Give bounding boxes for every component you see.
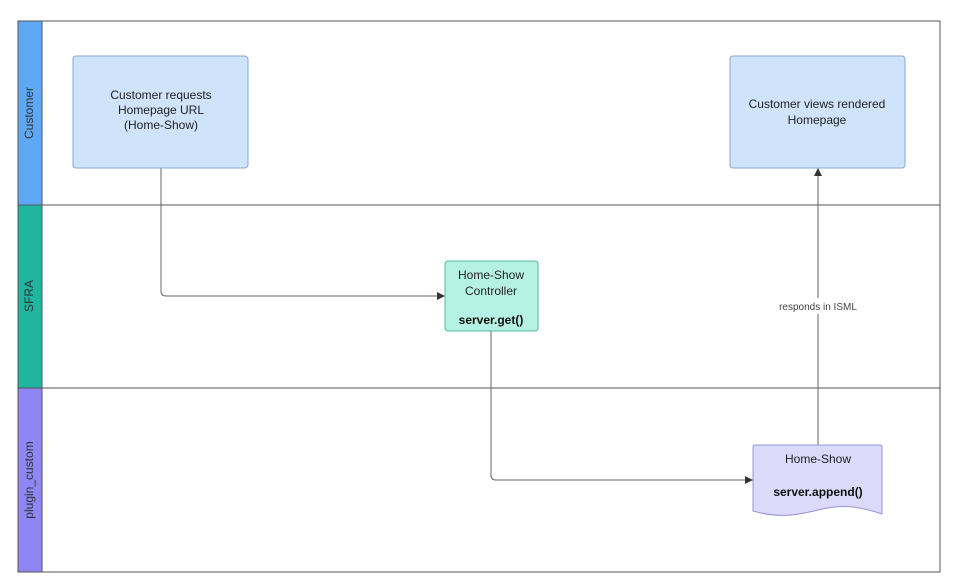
node-customer-request-line-3: (Home-Show): [124, 118, 198, 132]
node-customer-request-shape: [72, 55, 249, 169]
node-customer-view-shape: [729, 55, 906, 169]
node-plugin-home-show-method: server.append(): [773, 485, 862, 499]
node-customer-view[interactable]: Customer views rendered Homepage: [729, 55, 906, 169]
node-customer-request-line-1: Customer requests: [110, 88, 211, 102]
node-plugin-home-show[interactable]: Home-Show server.append(): [752, 444, 883, 516]
edge-request-to-controller: [160, 168, 445, 300]
node-controller-line-2: Controller: [465, 284, 517, 298]
node-customer-view-line-2: Homepage: [788, 113, 847, 127]
node-controller-line-1: Home-Show: [458, 268, 524, 282]
lane-header-customer: [17, 20, 43, 206]
lane-label-plugin-custom: plugin_custom: [22, 441, 36, 518]
node-customer-request-line-2: Homepage URL: [118, 103, 204, 117]
node-plugin-home-show-line-1: Home-Show: [785, 452, 851, 466]
node-customer-view-line-1: Customer views rendered: [749, 97, 886, 111]
edge-controller-to-plugin: [490, 331, 753, 484]
edge-label-background: [774, 298, 862, 314]
node-controller-shape: [444, 260, 539, 332]
edge-label-responds: responds in ISML: [779, 302, 857, 313]
lane-label-customer: Customer: [22, 87, 36, 139]
node-controller[interactable]: Home-Show Controller server.get(): [444, 260, 539, 332]
node-controller-method: server.get(): [459, 313, 524, 327]
node-customer-request[interactable]: Customer requests Homepage URL (Home-Sho…: [72, 55, 249, 169]
node-plugin-home-show-shape: [752, 444, 883, 516]
lane-label-sfra: SFRA: [22, 280, 36, 312]
